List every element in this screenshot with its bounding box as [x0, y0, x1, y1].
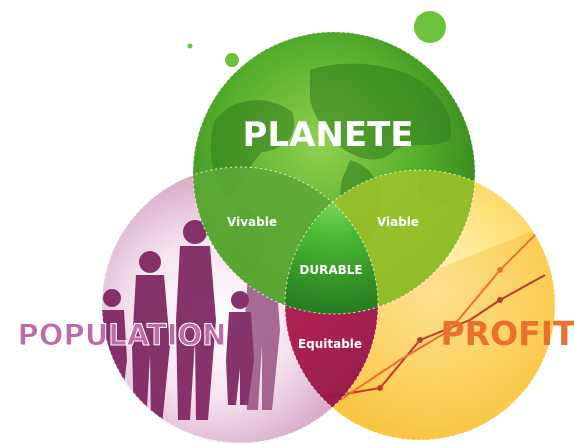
green-bubble-medium: [225, 53, 239, 67]
vivable-label: Vivable: [227, 215, 277, 229]
planete-label: PLANETE: [243, 115, 414, 155]
population-label: POPULATION: [18, 318, 227, 352]
profit-chart-decoration: [309, 220, 555, 440]
profit-label: PROFIT: [441, 314, 574, 353]
viable-label: Viable: [377, 215, 419, 229]
durable-label: DURABLE: [299, 263, 362, 277]
equitable-label: Equitable: [298, 337, 362, 351]
green-bubble-large: [414, 11, 446, 43]
green-bubble-small: [187, 43, 193, 49]
